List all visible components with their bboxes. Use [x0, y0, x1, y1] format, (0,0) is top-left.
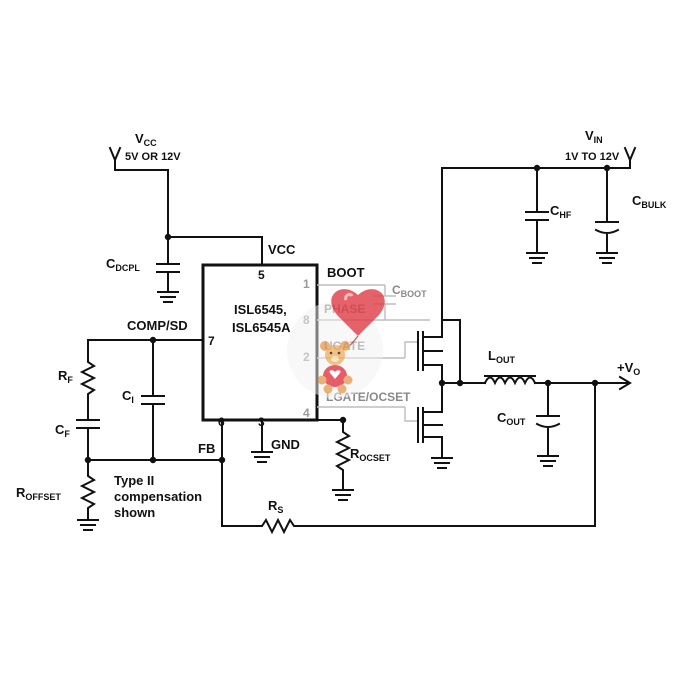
vcc-pin-label: VCC — [268, 242, 296, 257]
pin-2: 2 — [303, 350, 310, 364]
capacitor-cbulk: CBULK — [594, 164, 667, 264]
capacitor-chf: CHF — [525, 164, 572, 264]
rf-label: RF — [58, 368, 73, 385]
upper-mosfet — [404, 319, 461, 384]
chip-name-line2: ISL6545A — [232, 320, 291, 335]
inductor-lout: LOUT — [483, 348, 632, 391]
compensation-note: Type II compensation shown — [114, 473, 202, 520]
chf-label: CHF — [550, 203, 572, 220]
capacitor-cout: COUT — [497, 379, 561, 467]
junction-dot — [456, 379, 464, 387]
chip-name-line1: ISL6545, — [234, 302, 287, 317]
cf-label: CF — [55, 422, 70, 439]
resistor-roffset: ROFFSET — [16, 459, 99, 531]
capacitor-ci: CI — [122, 339, 165, 461]
capacitor-cf: CF — [55, 419, 100, 461]
vcc-pin-wire — [167, 236, 263, 266]
note-line1: Type II — [114, 473, 154, 488]
vout-label: +VO — [617, 360, 640, 377]
ci-label: CI — [122, 388, 134, 405]
roffset-label: ROFFSET — [16, 485, 61, 502]
lgate-ocset-label: LGATE/OCSET — [326, 390, 411, 404]
capacitor-cdcpl: CDCPL — [106, 236, 180, 303]
boot-label: BOOT — [327, 265, 365, 280]
gnd-label: GND — [271, 437, 300, 452]
pin-8: 8 — [303, 313, 310, 327]
vcc-range-label: 5V OR 12V — [125, 151, 181, 163]
vcc-supply: VCC 5V OR 12V — [108, 131, 181, 238]
resistor-rf: RF — [58, 339, 97, 421]
pin-5: 5 — [258, 268, 265, 282]
cdcpl-label: CDCPL — [106, 256, 140, 273]
pin-1: 1 — [303, 277, 310, 291]
vcc-label: VCC — [135, 131, 157, 148]
fb-label: FB — [198, 441, 215, 456]
note-line3: shown — [114, 505, 155, 520]
vin-range-label: 1V TO 12V — [565, 151, 620, 163]
cbulk-label: CBULK — [632, 193, 667, 210]
pin-4: 4 — [303, 406, 310, 420]
vin-supply: VIN 1V TO 12V — [441, 128, 637, 321]
cout-label: COUT — [497, 410, 526, 427]
rs-label: RS — [268, 498, 283, 515]
chip-ground: GND — [251, 419, 300, 463]
rocset-label: ROCSET — [350, 446, 391, 463]
cboot-label: CBOOT — [392, 283, 427, 299]
capacitor-cboot: CBOOT — [374, 283, 427, 320]
resistor-rs: RS — [221, 379, 599, 535]
pin-7: 7 — [208, 334, 215, 348]
resistor-rocset: ROCSET — [316, 416, 391, 501]
note-line2: compensation — [114, 489, 202, 504]
junction-dot — [149, 456, 157, 464]
comp-sd-label: COMP/SD — [127, 318, 188, 333]
teddy-bear-watermark-icon — [287, 289, 385, 398]
vin-label: VIN — [585, 128, 603, 145]
lout-label: LOUT — [488, 348, 515, 365]
junction-dot — [218, 456, 226, 464]
lower-mosfet — [404, 382, 453, 469]
ic-chip: ISL6545, ISL6545A 5 7 6 3 1 8 2 4 — [201, 263, 319, 429]
